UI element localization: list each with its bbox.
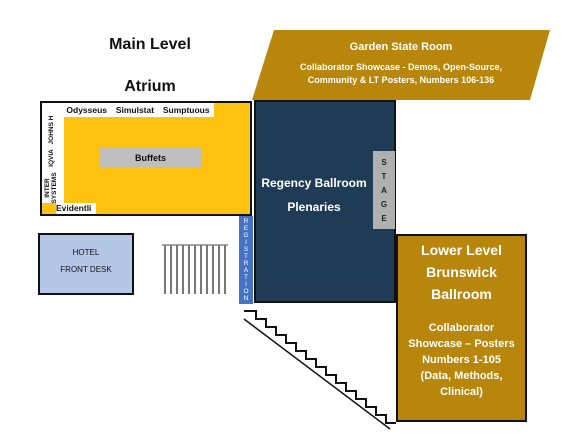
registration-desk: R E G I S T R A T I O N [239,216,253,304]
hotel-line-1: HOTEL [72,248,100,257]
garden-state-line-1: Collaborator Showcase - Demos, Open-Sour… [299,62,503,72]
regency-line-1: Regency Ballroom [261,176,367,190]
vendor-evidentli: Evidentli [56,203,96,214]
buffets-area: Buffets [99,148,202,168]
vendor-inter-systems-label: INTER SYSTEMS [44,172,58,204]
escalator-icon [162,244,228,294]
stage-letter: A [381,185,387,195]
registration-letter: I [245,239,247,246]
garden-state-shape [252,30,550,100]
vendor-sumptuous: Sumptuous [162,105,210,115]
lower-line-2: Brunswick [426,264,497,280]
garden-state-text: Garden State Room Collaborator Showcase … [252,30,550,100]
vendor-odysseus: Odysseus [66,105,108,115]
atrium-title: Atrium [124,78,176,95]
lower-body-2: Showcase – Posters [408,338,515,350]
registration-letter: S [243,246,249,253]
garden-state-line-2: Community & LT Posters, Numbers 106-136 [307,75,495,85]
lower-line-1: Lower Level [421,242,502,258]
lower-body-5: Clinical) [440,386,483,398]
regency-line-2: Plenaries [287,200,341,214]
hotel-line-2: FRONT DESK [60,265,112,274]
garden-state-title: Garden State Room [349,41,453,53]
hotel-front-desk: HOTEL FRONT DESK [38,233,134,295]
regency-ballroom-label: Regency Ballroom Plenaries [254,176,374,214]
lower-level-brunswick-ballroom: Lower Level Brunswick Ballroom Collabora… [396,234,527,422]
registration-letter: R [243,218,249,225]
registration-letter: A [243,267,249,274]
garden-state-room: Garden State Room Collaborator Showcase … [252,30,550,100]
registration-letter: R [243,260,249,267]
lower-body-1: Collaborator [428,322,495,334]
stage: S T A G E [373,151,395,229]
registration-letter: T [244,253,248,260]
registration-letter: N [243,295,249,302]
stage-letter: S [381,157,387,167]
top-vendor-strip: Odysseus Simulstat Sumptuous [62,103,214,117]
registration-letter: I [245,281,247,288]
registration-letter: O [243,288,249,295]
registration-letter: E [243,225,249,232]
registration-letter: G [243,232,249,239]
lower-body-4: (Data, Methods, [420,370,503,382]
regency-ballroom [254,100,396,303]
stage-letter: E [381,213,387,223]
stairs-icon [243,310,396,430]
stage-letter: G [380,199,388,209]
vendor-simulstat: Simulstat [115,105,155,115]
lower-body-3: Numbers 1-105 [422,354,501,366]
left-vendor-strip [42,103,64,203]
lower-line-3: Ballroom [431,286,492,302]
main-level-title: Main Level [109,36,191,53]
stage-letter: T [381,171,387,181]
registration-letter: T [244,274,248,281]
